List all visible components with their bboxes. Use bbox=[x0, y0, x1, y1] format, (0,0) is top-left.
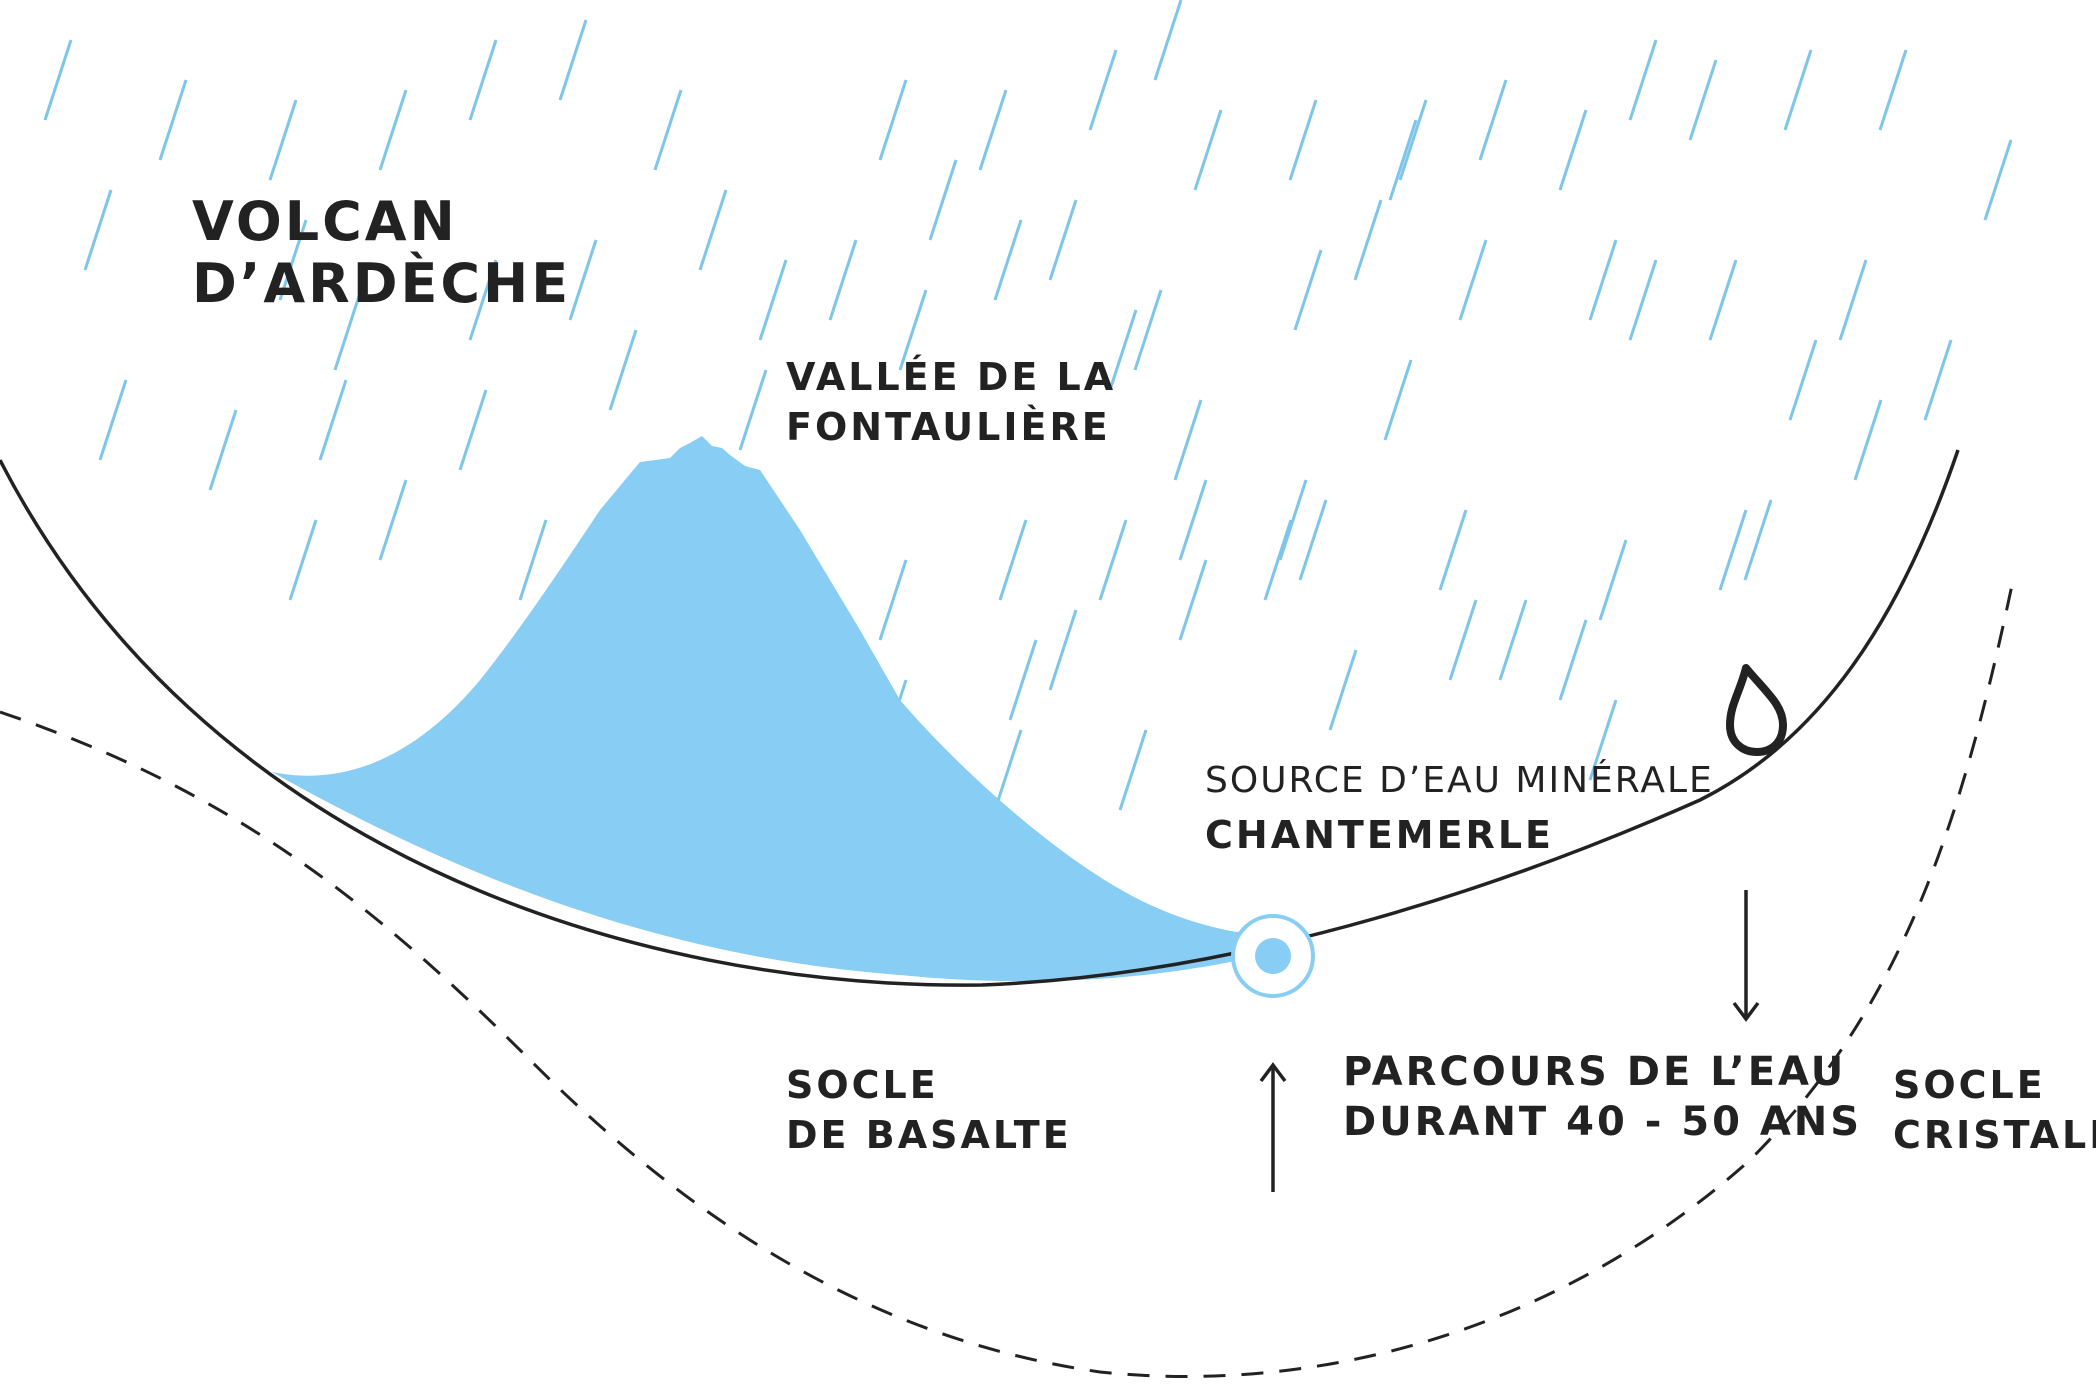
rain-streak bbox=[998, 519, 1028, 601]
rain-streak bbox=[83, 189, 113, 271]
rain-streak bbox=[468, 259, 498, 341]
rain-streak bbox=[1293, 249, 1323, 331]
rain-streak bbox=[1458, 239, 1488, 321]
rain-streak bbox=[1153, 0, 1183, 81]
journey-label-line2: DURANT 40 - 50 ANS bbox=[1343, 1099, 1862, 1145]
source-label-line1: SOURCE D’EAU MINÉRALE bbox=[1205, 759, 1714, 801]
rain-streak bbox=[1178, 479, 1208, 561]
rain-streak bbox=[978, 89, 1008, 171]
volcano-title-line2: D’ARDÈCHE bbox=[192, 252, 571, 315]
rain-streaks bbox=[43, 0, 2013, 811]
rain-streak bbox=[1448, 599, 1478, 681]
rain-streak bbox=[208, 409, 238, 491]
rain-streak bbox=[1853, 399, 1883, 481]
rain-streak bbox=[1688, 59, 1718, 141]
rain-streak bbox=[568, 239, 598, 321]
rain-streak bbox=[828, 239, 858, 321]
rain-streak bbox=[1743, 499, 1773, 581]
rain-streak bbox=[1328, 649, 1358, 731]
rain-streak bbox=[278, 219, 308, 301]
rain-streak bbox=[98, 379, 128, 461]
rain-streak bbox=[1118, 729, 1148, 811]
rain-streak bbox=[1718, 509, 1748, 591]
rain-streak bbox=[738, 369, 768, 451]
valley-label-line2: FONTAULIÈRE bbox=[786, 405, 1111, 449]
rain-streak bbox=[1048, 199, 1078, 281]
crystal-label-line2: CRISTALLIN bbox=[1893, 1113, 2096, 1157]
rain-streak bbox=[378, 89, 408, 171]
rain-streak bbox=[1628, 39, 1658, 121]
rain-streak bbox=[378, 479, 408, 561]
rain-streak bbox=[1173, 399, 1203, 481]
rain-streak bbox=[1788, 339, 1818, 421]
rain-streak bbox=[1923, 339, 1953, 421]
rain-streak bbox=[993, 219, 1023, 301]
rain-streak bbox=[1008, 639, 1038, 721]
rain-streak bbox=[1628, 259, 1658, 341]
rain-streak bbox=[1263, 519, 1293, 601]
basalt-label-line2: DE BASALTE bbox=[786, 1113, 1072, 1157]
rain-streak bbox=[928, 159, 958, 241]
rain-streak bbox=[1178, 559, 1208, 641]
water-drop-icon bbox=[1726, 664, 1787, 756]
rain-streak bbox=[1048, 609, 1078, 691]
rain-streak bbox=[43, 39, 73, 121]
rain-streak bbox=[878, 559, 908, 641]
rain-streak bbox=[1353, 199, 1383, 281]
valley-label-line1: VALLÉE DE LA bbox=[786, 355, 1116, 399]
rain-streak bbox=[1558, 619, 1588, 701]
rain-streak bbox=[1983, 139, 2013, 221]
basalt-boundary bbox=[0, 584, 2014, 1378]
water-body bbox=[272, 436, 1300, 982]
rain-streak bbox=[1498, 599, 1528, 681]
rain-streak bbox=[1278, 479, 1308, 561]
rain-streak bbox=[318, 379, 348, 461]
rain-streak bbox=[1598, 539, 1628, 621]
rain-streak bbox=[1108, 309, 1138, 391]
rain-streak bbox=[1098, 519, 1128, 601]
rain-streak bbox=[898, 289, 928, 371]
spring-source-icon bbox=[1231, 914, 1315, 998]
rain-streak bbox=[1708, 259, 1738, 341]
rain-streak bbox=[333, 289, 363, 371]
source-label-line2: CHANTEMERLE bbox=[1205, 813, 1554, 857]
basin-curve bbox=[0, 449, 1960, 987]
rain-streak bbox=[1558, 109, 1588, 191]
rain-streak bbox=[1193, 109, 1223, 191]
arrow-down-icon bbox=[1732, 890, 1760, 1022]
rain-streak bbox=[698, 189, 728, 271]
rain-streak bbox=[1298, 499, 1328, 581]
rain-streak bbox=[1478, 79, 1508, 161]
crystal-label-line1: SOCLE bbox=[1893, 1063, 2046, 1107]
rain-streak bbox=[1088, 49, 1118, 131]
rain-streak bbox=[468, 39, 498, 121]
rain-streak bbox=[993, 729, 1023, 811]
rain-streak bbox=[288, 519, 318, 601]
rain-streak bbox=[518, 519, 548, 601]
basalt-label-line1: SOCLE bbox=[786, 1063, 939, 1107]
rain-streak bbox=[1438, 509, 1468, 591]
rain-streak bbox=[1838, 259, 1868, 341]
rain-streak bbox=[458, 389, 488, 471]
arrow-up-icon bbox=[1259, 1062, 1287, 1192]
journey-label-line1: PARCOURS DE L’EAU bbox=[1343, 1049, 1846, 1095]
volcano-title-line1: VOLCAN bbox=[192, 190, 458, 253]
rain-streak bbox=[878, 79, 908, 161]
rain-streak bbox=[1388, 119, 1418, 201]
rain-streak bbox=[1588, 239, 1618, 321]
rain-streak bbox=[1133, 289, 1163, 371]
rain-streak bbox=[1383, 359, 1413, 441]
rain-streak bbox=[1878, 49, 1908, 131]
rain-streak bbox=[1588, 699, 1618, 781]
rain-streak bbox=[758, 259, 788, 341]
rain-streak bbox=[268, 99, 298, 181]
rain-streak bbox=[1288, 99, 1318, 181]
rain-streak bbox=[1783, 49, 1813, 131]
rain-streak bbox=[558, 19, 588, 101]
rain-streak bbox=[158, 79, 188, 161]
rain-streak bbox=[608, 329, 638, 411]
rain-streak bbox=[653, 89, 683, 171]
rain-streak bbox=[1398, 99, 1428, 181]
